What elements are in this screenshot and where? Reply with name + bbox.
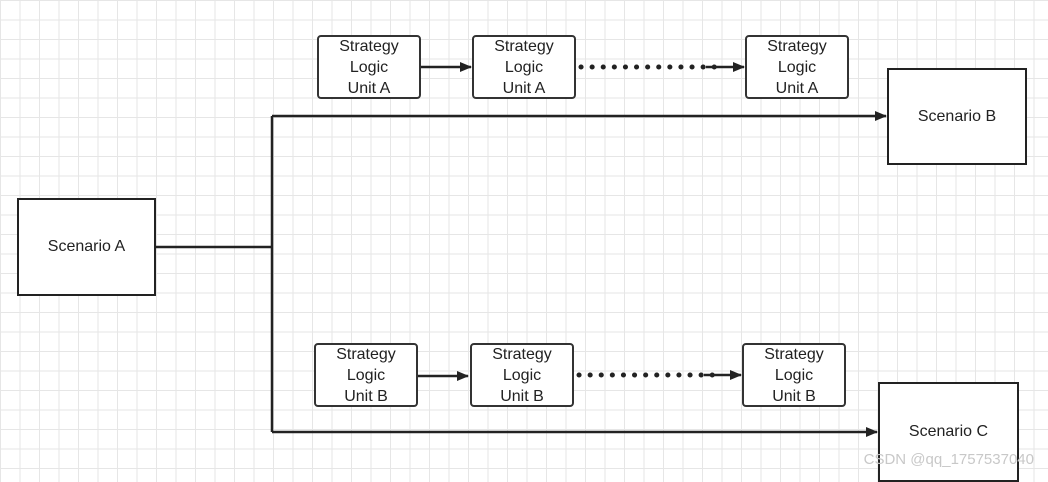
- strategy-unit-b-3: Strategy Logic Unit B: [742, 343, 846, 407]
- strategy-unit-a-3-label: Strategy Logic Unit A: [767, 37, 827, 97]
- scenario-b-label: Scenario B: [917, 107, 997, 125]
- strategy-unit-b-1-label: Strategy Logic Unit B: [336, 345, 396, 405]
- csdn-watermark: CSDN @qq_1757537040: [863, 451, 1034, 468]
- strategy-unit-a-3: Strategy Logic Unit A: [745, 35, 849, 99]
- strategy-unit-a-1: Strategy Logic Unit A: [317, 35, 421, 99]
- scenario-a-box: Scenario A: [17, 198, 156, 296]
- strategy-unit-b-2-label: Strategy Logic Unit B: [492, 345, 552, 405]
- strategy-unit-b-3-label: Strategy Logic Unit B: [764, 345, 824, 405]
- scenario-a-label: Scenario A: [47, 238, 126, 255]
- strategy-unit-b-1: Strategy Logic Unit B: [314, 343, 418, 407]
- scenario-c-label: Scenario C: [908, 423, 989, 440]
- strategy-unit-a-2-label: Strategy Logic Unit A: [494, 37, 554, 97]
- scenario-b-box: Scenario B: [887, 68, 1027, 165]
- strategy-unit-a-1-label: Strategy Logic Unit A: [339, 37, 399, 97]
- strategy-unit-b-2: Strategy Logic Unit B: [470, 343, 574, 407]
- strategy-unit-a-2: Strategy Logic Unit A: [472, 35, 576, 99]
